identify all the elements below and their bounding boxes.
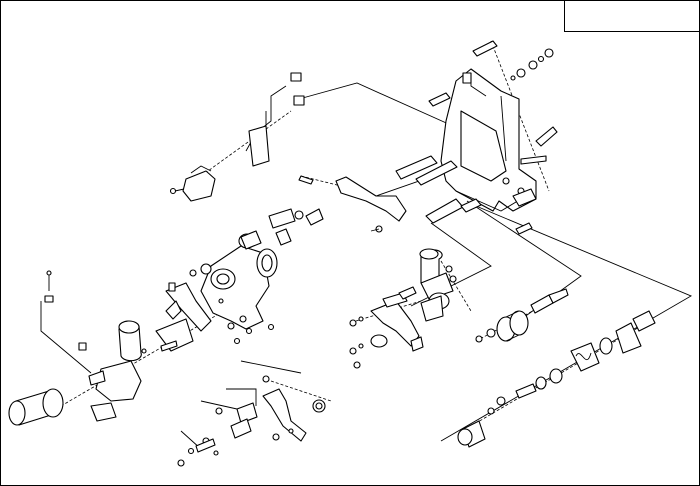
screws-top-right [428,40,558,165]
lever-arm-left [155,282,212,352]
title-block [564,1,699,32]
clutch-gear [475,288,569,343]
gear-plate [189,208,324,330]
bracket-plate [298,175,407,233]
lower-left-mechanism [44,270,142,422]
spring-shaft-train [457,310,656,448]
rod-shafts [395,155,537,235]
cam-roller-assembly [419,248,457,322]
leader-lines [40,82,693,450]
center-lines [60,40,642,427]
switch-assembly [169,72,305,202]
small-fasteners [141,298,275,354]
bottom-latch-assembly [177,375,326,467]
roller-knob [8,388,64,426]
pick-arm-assembly [349,286,424,369]
solenoid-cylinder [118,320,142,362]
main-side-frame [440,68,537,212]
